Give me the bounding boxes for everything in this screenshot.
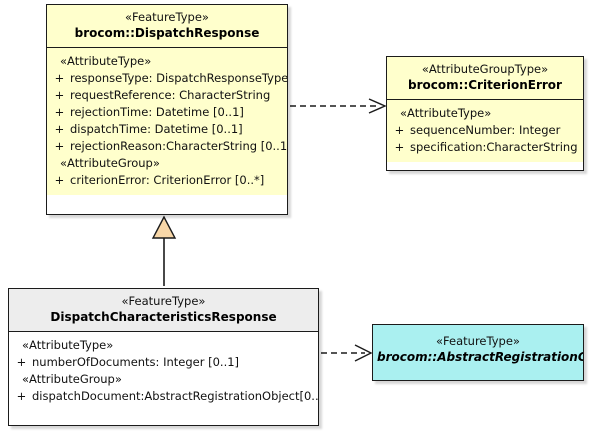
class-name: brocom::DispatchResponse	[74, 26, 260, 40]
class-name: brocom::AbstractRegistrationObject	[377, 350, 583, 364]
visibility-marker: +	[54, 139, 65, 153]
attribute-row[interactable]: + criterionError: CriterionError [0..*]	[49, 172, 285, 189]
class-header: «FeatureType» brocom::AbstractRegistrati…	[373, 325, 583, 380]
attribute-row[interactable]: + sequenceNumber: Integer	[389, 122, 581, 139]
attribute-row[interactable]: + rejectionTime: Datetime [0..1]	[49, 104, 285, 121]
class-stereotype: «AttributeGroupType»	[421, 62, 549, 76]
attribute-row[interactable]: + dispatchDocument:AbstractRegistrationO…	[11, 388, 319, 405]
open-arrow-head	[354, 344, 373, 362]
visibility-marker: +	[54, 173, 65, 187]
attribute-text: dispatchDocument:AbstractRegistrationObj…	[32, 389, 319, 403]
generalization-dispatchcharacteristicsresponse-to-dispatchresponse[interactable]	[151, 215, 177, 286]
attribute-text: rejectionReason:CharacterString [0..1]	[70, 139, 288, 153]
attribute-group-label: «AttributeType»	[22, 338, 114, 352]
visibility-marker: +	[54, 122, 65, 136]
class-box-dispatch-response[interactable]: «FeatureType» brocom::DispatchResponse «…	[46, 4, 288, 215]
class-box-dispatch-characteristics-response[interactable]: «FeatureType» DispatchCharacteristicsRes…	[8, 288, 319, 426]
dependency-dispatchcharacteristicsresponse-to-abstractregistrationobject[interactable]	[321, 344, 373, 362]
generalization-triangle	[151, 215, 177, 239]
class-header: «FeatureType» brocom::DispatchResponse	[47, 5, 287, 48]
attribute-group-label: «AttributeGroup»	[60, 156, 160, 170]
attribute-group-label: «AttributeType»	[60, 54, 152, 68]
attribute-group-label: «AttributeGroup»	[22, 372, 122, 386]
class-box-criterion-error[interactable]: «AttributeGroupType» brocom::CriterionEr…	[386, 56, 584, 171]
class-header: «FeatureType» DispatchCharacteristicsRes…	[9, 289, 318, 332]
class-body: «AttributeType» + responseType: Dispatch…	[47, 48, 287, 195]
class-header: «AttributeGroupType» brocom::CriterionEr…	[387, 57, 583, 100]
attribute-row[interactable]: + numberOfDocuments: Integer [0..1]	[11, 354, 316, 371]
class-stereotype: «FeatureType»	[436, 334, 520, 348]
attribute-row[interactable]: + rejectionReason:CharacterString [0..1]	[49, 138, 288, 155]
visibility-marker: +	[16, 389, 27, 403]
attribute-text: responseType: DispatchResponseType	[70, 71, 288, 85]
visibility-marker: +	[54, 88, 65, 102]
dependency-dispatchresponse-to-criterionerror[interactable]	[290, 98, 387, 114]
attribute-text: sequenceNumber: Integer	[410, 123, 561, 137]
attribute-text: numberOfDocuments: Integer [0..1]	[32, 355, 240, 369]
attribute-text: requestReference: CharacterString	[70, 88, 271, 102]
class-stereotype: «FeatureType»	[121, 294, 206, 308]
attribute-row[interactable]: + requestReference: CharacterString	[49, 87, 285, 104]
attribute-text: rejectionTime: Datetime [0..1]	[70, 105, 244, 119]
attribute-row[interactable]: + dispatchTime: Datetime [0..1]	[49, 121, 285, 138]
class-body: «AttributeType» + numberOfDocuments: Int…	[9, 332, 318, 411]
attribute-text: specification:CharacterString	[410, 140, 578, 154]
class-body: «AttributeType» + sequenceNumber: Intege…	[387, 100, 583, 162]
attribute-row[interactable]: + responseType: DispatchResponseType	[49, 70, 288, 87]
attribute-row[interactable]: + specification:CharacterString	[389, 139, 581, 156]
visibility-marker: +	[54, 71, 65, 85]
visibility-marker: +	[16, 355, 27, 369]
visibility-marker: +	[394, 140, 405, 154]
attribute-text: criterionError: CriterionError [0..*]	[70, 173, 265, 187]
class-name: brocom::CriterionError	[408, 78, 562, 92]
visibility-marker: +	[54, 105, 65, 119]
class-box-abstract-registration-object[interactable]: «FeatureType» brocom::AbstractRegistrati…	[372, 324, 584, 381]
attribute-group-label: «AttributeType»	[400, 106, 492, 120]
attribute-text: dispatchTime: Datetime [0..1]	[70, 122, 243, 136]
class-name: DispatchCharacteristicsResponse	[50, 310, 277, 324]
open-arrow-head	[368, 98, 387, 114]
class-stereotype: «FeatureType»	[125, 10, 209, 24]
visibility-marker: +	[394, 123, 405, 137]
